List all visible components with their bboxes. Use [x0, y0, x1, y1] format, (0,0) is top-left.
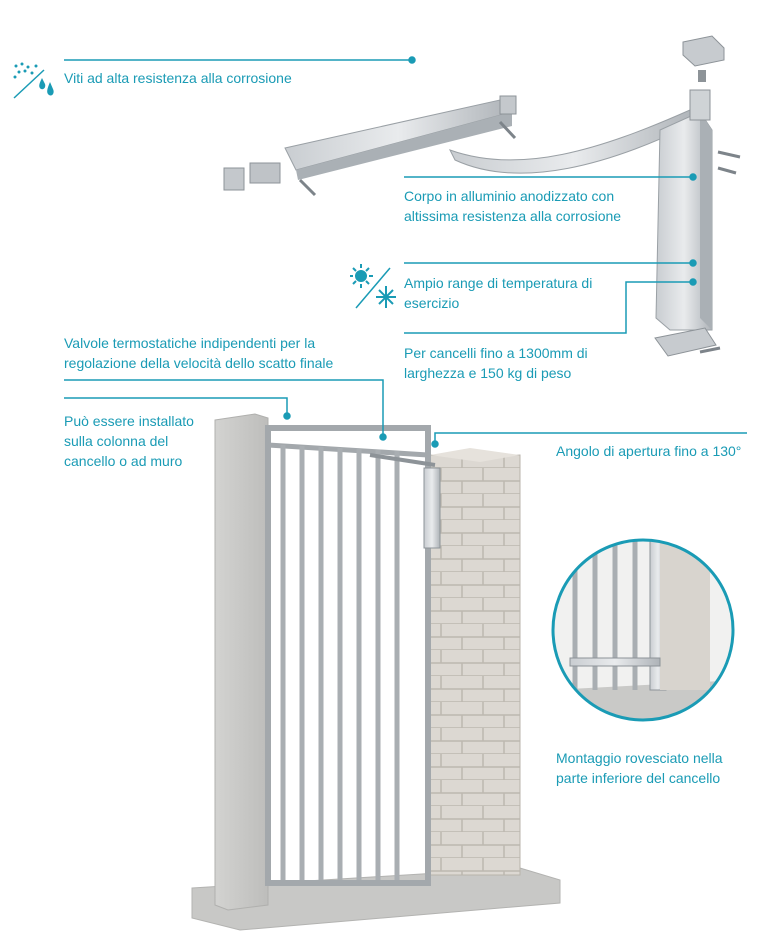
callout-lines: [64, 56, 747, 448]
label-screws: Viti ad alta resistenza alla corrosione: [64, 70, 292, 86]
label-install-line3: cancello o ad muro: [64, 453, 183, 469]
label-mount: Montaggio rovesciato nella parte inferio…: [556, 748, 723, 788]
sun-snowflake-icon: [350, 264, 396, 309]
salt-water-drops-icon: [13, 62, 54, 99]
label-temperature-line1: Ampio range di temperatura di: [404, 275, 593, 291]
inset-detail: [551, 538, 735, 722]
label-temperature-line2: esercizio: [404, 295, 460, 311]
label-mount-line1: Montaggio rovesciato nella: [556, 750, 723, 766]
label-gates-line2: larghezza e 150 kg di peso: [404, 365, 572, 381]
label-temperature: Ampio range di temperatura di esercizio: [404, 273, 592, 313]
label-valves-line2: regolazione della velocità dello scatto …: [64, 355, 334, 371]
label-body-line2: altissima resistenza alla corrosione: [404, 208, 622, 224]
label-install-line1: Può essere installato: [64, 413, 194, 429]
label-valves: Valvole termostatiche indipendenti per l…: [64, 333, 333, 373]
label-gates-line1: Per cancelli fino a 1300mm di: [404, 345, 588, 361]
label-install: Può essere installato sulla colonna del …: [64, 411, 194, 471]
label-gates: Per cancelli fino a 1300mm di larghezza …: [404, 343, 588, 383]
exploded-closer: [223, 35, 741, 357]
label-angle: Angolo di apertura fino a 130°: [556, 443, 742, 459]
gate-scene: [191, 413, 561, 931]
label-body-line1: Corpo in alluminio anodizzato con: [404, 188, 615, 204]
label-body: Corpo in alluminio anodizzato con altiss…: [404, 186, 621, 226]
label-install-line2: sulla colonna del: [64, 433, 169, 449]
label-valves-line1: Valvole termostatiche indipendenti per l…: [64, 335, 316, 351]
label-mount-line2: parte inferiore del cancello: [556, 770, 721, 786]
